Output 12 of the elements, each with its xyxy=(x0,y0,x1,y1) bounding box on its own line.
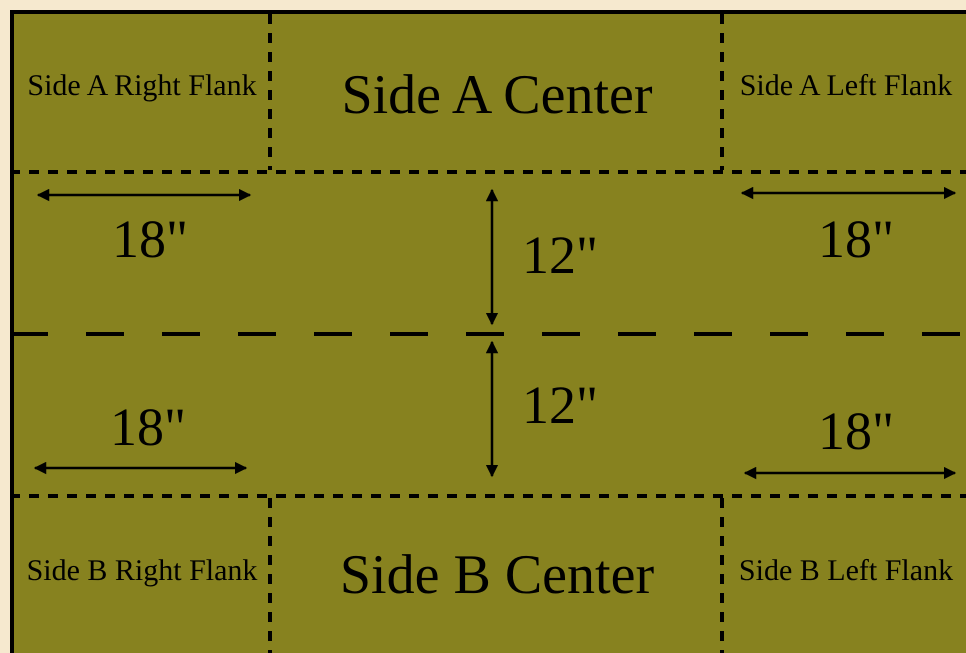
dimension-label: 12" xyxy=(522,378,598,432)
zone-label: Side A Right Flank xyxy=(27,68,257,104)
zone-label: Side B Center xyxy=(340,542,654,608)
dimension-label: 18" xyxy=(818,404,894,458)
zone-label: Side A Left Flank xyxy=(740,68,952,104)
dimension-label: 18" xyxy=(110,400,186,454)
zone-label: Side B Left Flank xyxy=(738,552,954,588)
dimension-label: 12" xyxy=(522,228,598,282)
dimension-label: 18" xyxy=(818,212,894,266)
zone-label: Side A Center xyxy=(341,62,653,128)
zone-label: Side B Right Flank xyxy=(26,552,258,588)
dimension-label: 18" xyxy=(112,212,188,266)
